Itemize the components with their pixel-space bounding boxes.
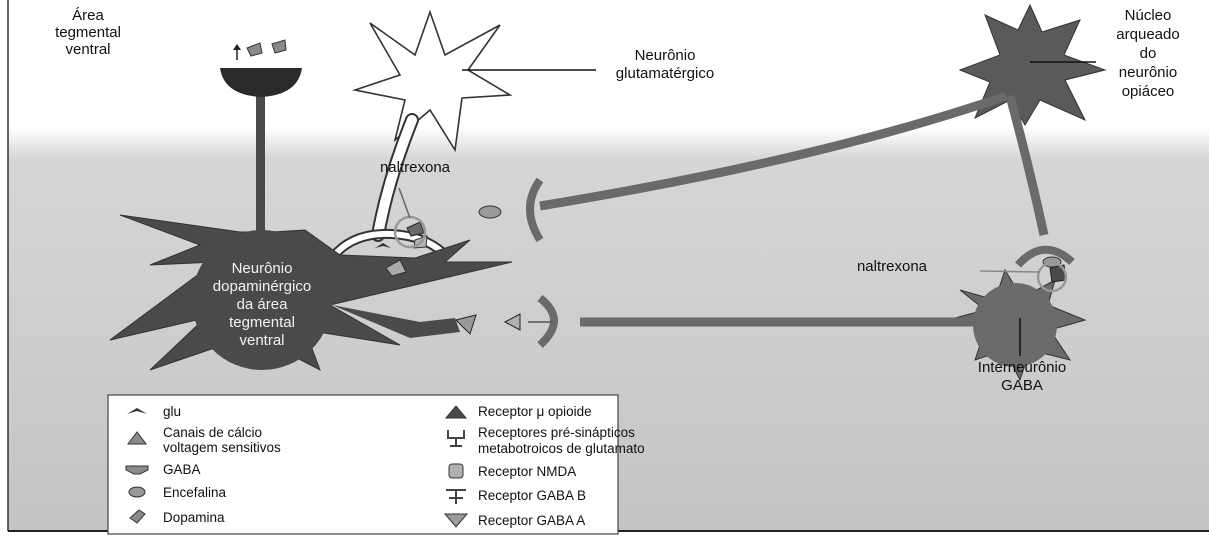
- nmda-receptor-icon: [449, 464, 463, 478]
- vta-label-3: ventral: [65, 41, 110, 58]
- dopaminergic-label-3: da área: [237, 296, 289, 313]
- arcuate-label-3: do: [1140, 45, 1157, 62]
- dopaminergic-label-4: tegmental: [229, 314, 295, 331]
- dopaminergic-label-5: ventral: [239, 332, 284, 349]
- legend-calcium-2: voltagem sensitivos: [163, 440, 281, 455]
- vta-label-2: tegmental: [55, 24, 121, 41]
- enkephalin-icon: [129, 487, 145, 497]
- legend: glu Canais de cálcio voltagem sensitivos…: [108, 395, 645, 534]
- legend-calcium-1: Canais de cálcio: [163, 425, 262, 440]
- legend-mglu-1: Receptores pré-sinápticos: [478, 425, 635, 440]
- arcuate-label-1: Núcleo: [1125, 7, 1172, 24]
- naltrexone-label-top: naltrexona: [380, 159, 451, 176]
- vta-label-1: Área: [72, 7, 104, 24]
- gaba-interneuron-label-2: GABA: [1001, 377, 1043, 394]
- legend-enkephalin: Encefalina: [163, 485, 227, 500]
- gaba-interneuron-label-1: Interneurônio: [978, 359, 1066, 376]
- dopaminergic-label-1: Neurônio: [232, 260, 293, 277]
- legend-nmda: Receptor NMDA: [478, 464, 576, 479]
- arcuate-label-2: arqueado: [1116, 26, 1179, 43]
- legend-gaba-a: Receptor GABA A: [478, 513, 585, 528]
- legend-gaba-b: Receptor GABA B: [478, 488, 586, 503]
- arcuate-label-4: neurônio: [1119, 64, 1177, 81]
- legend-dopamine: Dopamina: [163, 510, 225, 525]
- legend-glu: glu: [163, 404, 181, 419]
- legend-mglu-2: metabotroicos de glutamato: [478, 441, 645, 456]
- glutamatergic-label-1: Neurônio: [635, 47, 696, 64]
- glutamatergic-label-2: glutamatérgico: [616, 65, 714, 82]
- legend-mu-opioid: Receptor μ opioide: [478, 404, 592, 419]
- arcuate-label-5: opiáceo: [1122, 83, 1175, 100]
- naltrexone-label-right: naltrexona: [857, 258, 928, 275]
- legend-gaba: GABA: [163, 462, 201, 477]
- dopaminergic-label-2: dopaminérgico: [213, 278, 311, 295]
